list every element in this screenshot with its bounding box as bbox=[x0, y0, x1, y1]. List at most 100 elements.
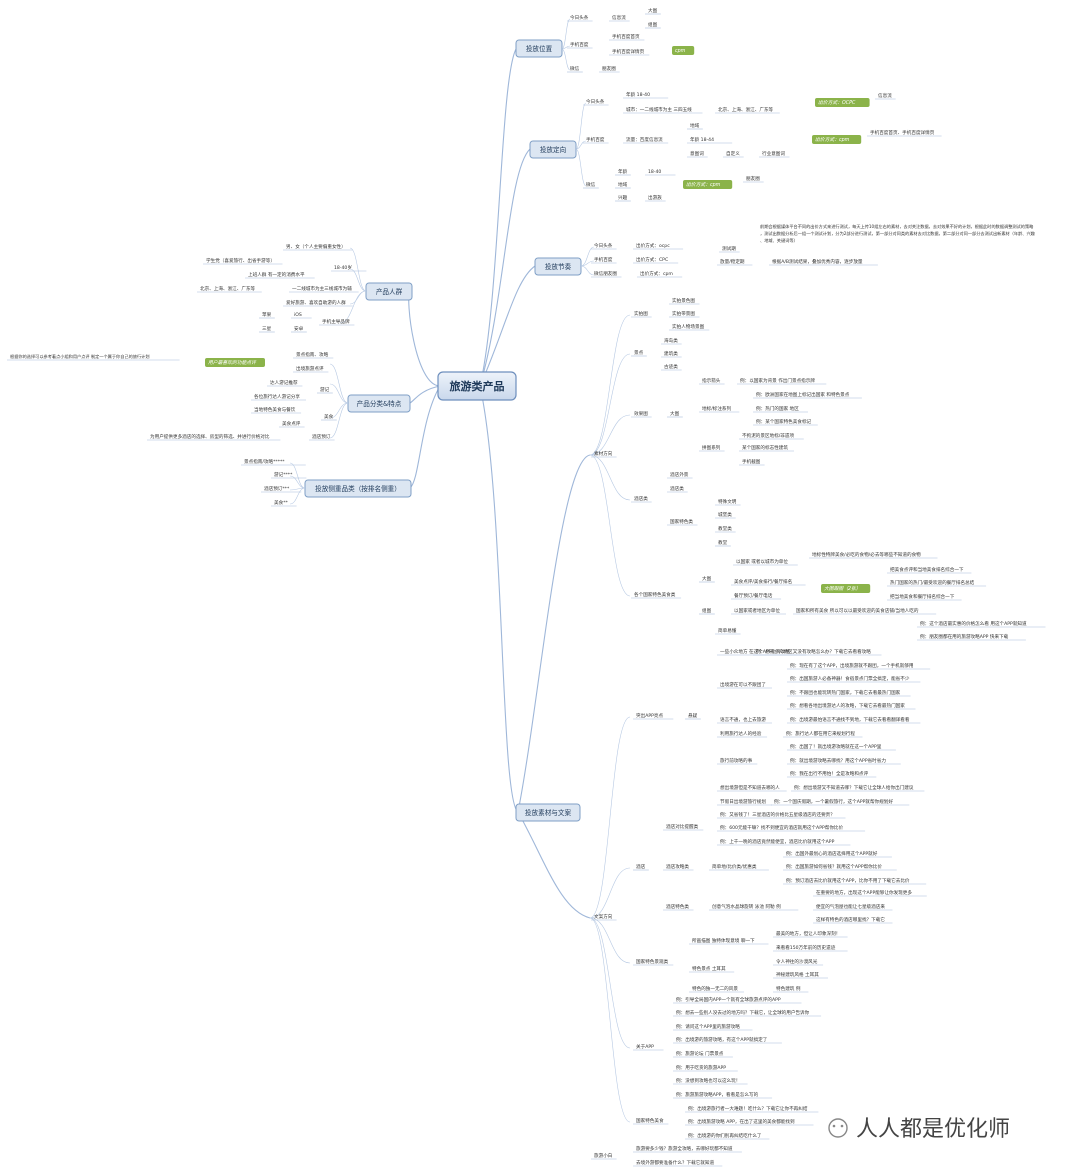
leaf-node[interactable]: 例：旅游旅游攻略APP，看看是怎么写的 bbox=[673, 1091, 773, 1099]
leaf-node[interactable]: 简单易懂 bbox=[715, 627, 741, 635]
leaf-node[interactable]: 今日头条 bbox=[567, 14, 593, 22]
leaf-node[interactable]: 这样有特色的酒店哪里找？下载它 bbox=[813, 916, 893, 924]
leaf-node[interactable]: 微信朋友圈 bbox=[591, 270, 622, 278]
leaf-node[interactable]: 不拘泥的景区地标/非遗项 bbox=[739, 432, 804, 440]
leaf-node[interactable]: 创意气泡水晶球旋转 泳池 阿勒 例 bbox=[709, 903, 799, 911]
leaf-node[interactable]: 例：出境旅游攻略 APP，在出了这里的美食都能找到 bbox=[685, 1118, 814, 1126]
leaf-node[interactable]: 酒店外景 bbox=[667, 471, 693, 479]
leaf-node[interactable]: 信息流 bbox=[875, 92, 896, 100]
leaf-node[interactable]: 例：想去一些别人没去过的地方吗？下载它，让全球的用户告诉你 bbox=[673, 1009, 822, 1017]
leaf-node[interactable]: 游记 bbox=[317, 386, 333, 394]
leaf-node[interactable]: 想出境游但是不知道去哪的人 bbox=[717, 784, 787, 792]
leaf-node[interactable]: 海岛类 bbox=[661, 337, 682, 345]
leaf-node[interactable]: 意图词 bbox=[687, 150, 708, 158]
leaf-node[interactable]: 餐厅预订/餐厅电话 bbox=[731, 592, 782, 600]
leaf-node[interactable]: 关于APP bbox=[633, 1043, 664, 1051]
leaf-node[interactable]: 酒店 bbox=[633, 863, 649, 871]
leaf-node[interactable]: 兴趣 bbox=[615, 194, 631, 202]
leaf-node[interactable]: 所画描图 独特体现意境 聊一下 bbox=[689, 937, 769, 945]
leaf-node[interactable]: 把美食点评和当地美食排名综合一下 bbox=[887, 566, 972, 574]
leaf-node[interactable]: 去境外游都要准备什么？下载它就知道 bbox=[633, 1159, 723, 1167]
branch-targeting[interactable]: 投放定向 bbox=[529, 140, 577, 159]
leaf-node[interactable]: 行业意图词 bbox=[759, 150, 790, 158]
leaf-node[interactable]: 例：没想到攻略也可以这么玩！ bbox=[673, 1077, 748, 1085]
leaf-node[interactable]: 大图跟图（2张） bbox=[821, 584, 871, 593]
leaf-node[interactable]: 手机截图 bbox=[739, 458, 765, 466]
leaf-node[interactable]: 出价方式：cpm bbox=[637, 270, 683, 278]
leaf-node[interactable]: 今日头条 bbox=[591, 242, 617, 250]
leaf-node[interactable]: 例：欧洲国家在地图上标记出国家 和特色景点 bbox=[753, 391, 862, 399]
leaf-node[interactable]: 例：600元能干嘛？找不到便宜的酒店就用这个APP帮你比价 bbox=[717, 824, 866, 832]
leaf-node[interactable]: 美食** bbox=[271, 499, 297, 507]
leaf-node[interactable]: 美食 bbox=[321, 413, 337, 421]
leaf-node[interactable]: 把当地美食和餐厅排名综合一下 bbox=[887, 593, 962, 601]
leaf-node[interactable]: 酒店特色类 bbox=[663, 903, 694, 911]
leaf-node[interactable]: 出价方式：CPC bbox=[633, 256, 679, 264]
leaf-node[interactable]: 国家和所有美食 所以可以以最受欢迎的美食店铺/当地人吃的 bbox=[793, 607, 937, 615]
leaf-node[interactable]: 以国家或者地区为单位 bbox=[731, 607, 786, 615]
leaf-node[interactable]: 微信 bbox=[567, 65, 583, 73]
branch-competitors[interactable]: 投放侧重品类（按排名侧重） bbox=[304, 479, 412, 498]
leaf-node[interactable]: 出游族 bbox=[645, 194, 666, 202]
leaf-node[interactable]: 组图 bbox=[645, 21, 661, 29]
leaf-node[interactable]: 手机百度详情页 bbox=[609, 48, 650, 56]
leaf-node[interactable]: 18-40 bbox=[645, 169, 676, 176]
leaf-node[interactable]: 文案方向 bbox=[591, 913, 617, 921]
leaf-node[interactable]: 例：这个酒店最实惠的价格怎么看 用这个APP就知道 bbox=[917, 620, 1046, 628]
leaf-node[interactable]: 例：出境游最怕语言不通找不到地，下载它去看看翻译看看 bbox=[787, 716, 921, 724]
leaf-node[interactable]: 例：旅游论坛 门票景点 bbox=[673, 1050, 733, 1058]
leaf-node[interactable]: 男、女（个人主要偏重女性） bbox=[283, 243, 353, 251]
leaf-node[interactable]: 热门国家的热门/最受欢迎的餐厅排名总结 bbox=[887, 579, 987, 587]
leaf-node[interactable]: 特色的独一无二的风景 bbox=[689, 985, 744, 993]
leaf-node[interactable]: 出境旅游点评 bbox=[293, 365, 329, 373]
leaf-node[interactable]: 景点指南、攻略 bbox=[293, 351, 334, 359]
leaf-node[interactable]: 根据A/B测试结果，叠加优秀内容，逐步放量 bbox=[769, 258, 878, 266]
leaf-node[interactable]: 地域 bbox=[615, 181, 631, 189]
leaf-node[interactable]: 例：出境游的你们别再纠结吃什么了 bbox=[685, 1132, 770, 1140]
leaf-node[interactable]: 出价方式：cpm bbox=[683, 180, 733, 189]
leaf-node[interactable]: 流量：百度信息流 bbox=[623, 136, 669, 144]
leaf-node[interactable]: 朋友圈 bbox=[743, 175, 764, 183]
leaf-node[interactable]: 地域 bbox=[687, 122, 703, 130]
leaf-node[interactable]: 酒店预订 bbox=[309, 433, 335, 441]
leaf-node[interactable]: 安卓 bbox=[291, 325, 307, 333]
branch-rhythm[interactable]: 投放节奏 bbox=[534, 257, 582, 276]
leaf-node[interactable]: 以国家 或者以城市为单位 bbox=[733, 558, 798, 566]
leaf-node[interactable]: 年龄 18-40 bbox=[623, 91, 669, 99]
leaf-node[interactable]: 特殊文明 bbox=[715, 498, 741, 506]
leaf-node[interactable]: 特色景点 土耳其 bbox=[689, 965, 735, 973]
leaf-node[interactable]: 三星 bbox=[259, 326, 275, 333]
leaf-node[interactable]: iOS bbox=[291, 312, 312, 319]
leaf-node[interactable]: 例：旅行达人都在用它来规划行程 bbox=[783, 730, 863, 738]
leaf-node[interactable]: 一二线城市为主三线城市为辅 bbox=[289, 285, 359, 293]
center-topic[interactable]: 旅游类产品 bbox=[437, 371, 517, 401]
leaf-node[interactable]: 酒店预订*** bbox=[261, 485, 302, 493]
leaf-node[interactable]: 自定义 bbox=[723, 150, 744, 158]
leaf-node[interactable]: 景点指南/攻略***** bbox=[241, 458, 306, 466]
leaf-node[interactable]: 年龄 18-44 bbox=[687, 136, 733, 144]
leaf-node[interactable]: 例：出国旅游人必备神器！食宿景点门票全搞定，能省不少 bbox=[787, 675, 921, 683]
leaf-node[interactable]: 神秘建筑风格 土耳其 bbox=[773, 971, 828, 979]
leaf-node[interactable]: 手机百度首页 bbox=[609, 33, 645, 41]
leaf-node[interactable]: 上班人群 有一定的消费水平 bbox=[245, 271, 315, 279]
leaf-node[interactable]: 苹果 bbox=[259, 311, 275, 319]
leaf-node[interactable]: 地标性特牌美食/必吃的食物/必去等哪些不知道的食物 bbox=[809, 551, 938, 559]
leaf-node[interactable]: 最美的地方，但让人印象深刻！ bbox=[773, 930, 848, 938]
leaf-node[interactable]: 来看看150万年前的历史遗迹 bbox=[773, 944, 848, 952]
leaf-node[interactable]: 例：现在有了这个APP，出境旅游就不跟团，一个手机就够用 bbox=[787, 662, 931, 670]
leaf-node[interactable]: 地标/标注系列 bbox=[699, 405, 740, 413]
leaf-node[interactable]: 在重要的地方，出现这个APP能够让你发现更多 bbox=[813, 889, 927, 897]
leaf-node[interactable]: 当地特色美食与餐饮 bbox=[251, 406, 302, 414]
leaf-node[interactable]: 年龄 bbox=[615, 168, 631, 176]
branch-features[interactable]: 产品分类&特点 bbox=[347, 394, 411, 413]
leaf-node[interactable]: 组图 bbox=[699, 607, 715, 615]
leaf-node[interactable]: 旅游小白 bbox=[591, 1152, 617, 1160]
leaf-node[interactable]: 酒店攻略类 bbox=[663, 863, 694, 871]
leaf-node[interactable]: 例：又省钱了！三星酒店的价格比五星级酒店的还要贵？ bbox=[717, 811, 846, 819]
leaf-node[interactable]: 达人游记推荐 bbox=[267, 379, 303, 387]
leaf-node[interactable]: 例：以国家为背景 作出门景点指示牌 bbox=[737, 377, 827, 385]
leaf-node[interactable]: 素材方向 bbox=[591, 450, 617, 458]
leaf-node[interactable]: 放量/稳定期 bbox=[717, 258, 753, 266]
leaf-node[interactable]: 出价方式：cpm bbox=[812, 135, 862, 144]
leaf-node[interactable]: 例：预订酒店去比价就用这个APP，比你不用了下载它去比价 bbox=[783, 877, 927, 885]
